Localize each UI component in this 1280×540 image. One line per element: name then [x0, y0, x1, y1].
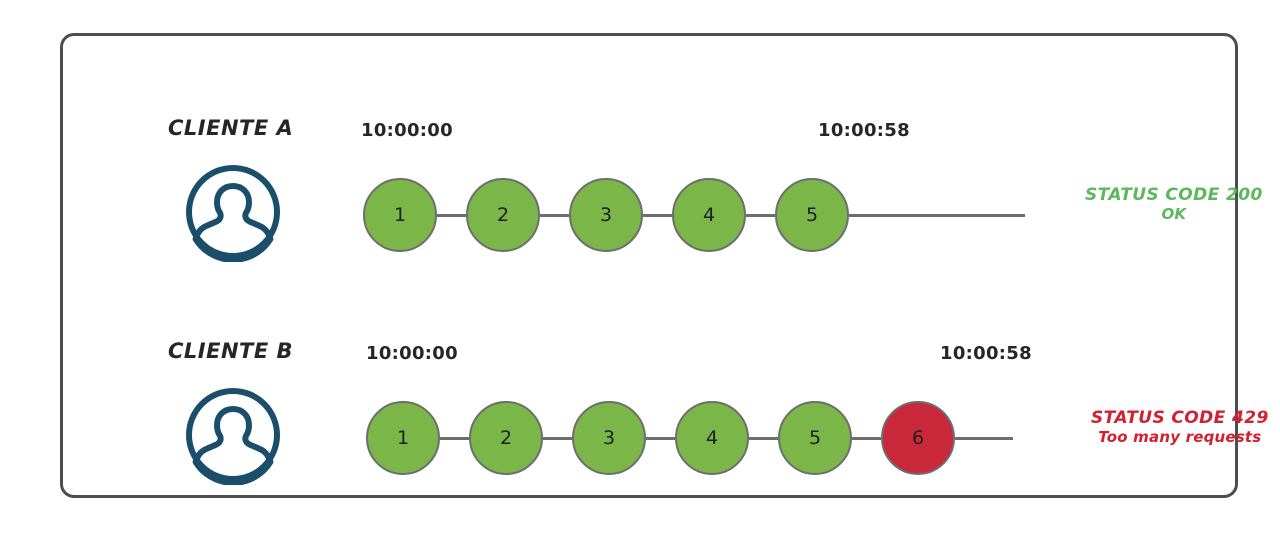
request-node[interactable]: 3	[569, 178, 643, 252]
status-detail-text: Too many requests	[1098, 428, 1262, 447]
chain-connector	[437, 213, 466, 217]
status-detail-text: OK	[1161, 205, 1187, 224]
request-node-rejected[interactable]: 6	[881, 401, 955, 475]
request-node[interactable]: 4	[672, 178, 746, 252]
chain-connector	[543, 436, 572, 440]
request-node[interactable]: 2	[466, 178, 540, 252]
chain-connector	[440, 436, 469, 440]
chain-connector	[852, 436, 881, 440]
status-code-text: STATUS CODE 429	[1091, 408, 1269, 428]
status-badge-a: STATUS CODE 200 OK	[1085, 185, 1263, 223]
timestamp-start-a: 10:00:00	[361, 120, 453, 141]
request-node[interactable]: 3	[572, 401, 646, 475]
chain-connector	[540, 213, 569, 217]
request-node[interactable]: 5	[775, 178, 849, 252]
request-node[interactable]: 2	[469, 401, 543, 475]
chain-connector	[646, 436, 675, 440]
chain-connector	[746, 213, 775, 217]
user-avatar-icon	[183, 162, 283, 263]
status-badge-b: STATUS CODE 429 Too many requests	[1091, 408, 1269, 446]
request-node[interactable]: 4	[675, 401, 749, 475]
request-chain-b: 1 2 3 4 5 6	[366, 400, 1013, 476]
request-chain-a: 1 2 3 4 5	[363, 177, 1025, 253]
request-node[interactable]: 1	[366, 401, 440, 475]
timestamp-end-a: 10:00:58	[818, 120, 910, 141]
chain-tail	[849, 213, 1025, 217]
status-code-text: STATUS CODE 200	[1085, 185, 1263, 205]
client-label-b: CLIENTE B	[168, 339, 294, 363]
timestamp-start-b: 10:00:00	[366, 343, 458, 364]
chain-connector	[643, 213, 672, 217]
timestamp-end-b: 10:00:58	[940, 343, 1032, 364]
request-node[interactable]: 1	[363, 178, 437, 252]
request-node[interactable]: 5	[778, 401, 852, 475]
user-avatar-icon	[183, 385, 283, 486]
chain-connector	[749, 436, 778, 440]
client-label-a: CLIENTE A	[168, 116, 294, 140]
chain-tail	[955, 436, 1013, 440]
diagram-frame: CLIENTE A 10:00:00 10:00:58 1 2 3 4 5 ST…	[60, 33, 1268, 498]
